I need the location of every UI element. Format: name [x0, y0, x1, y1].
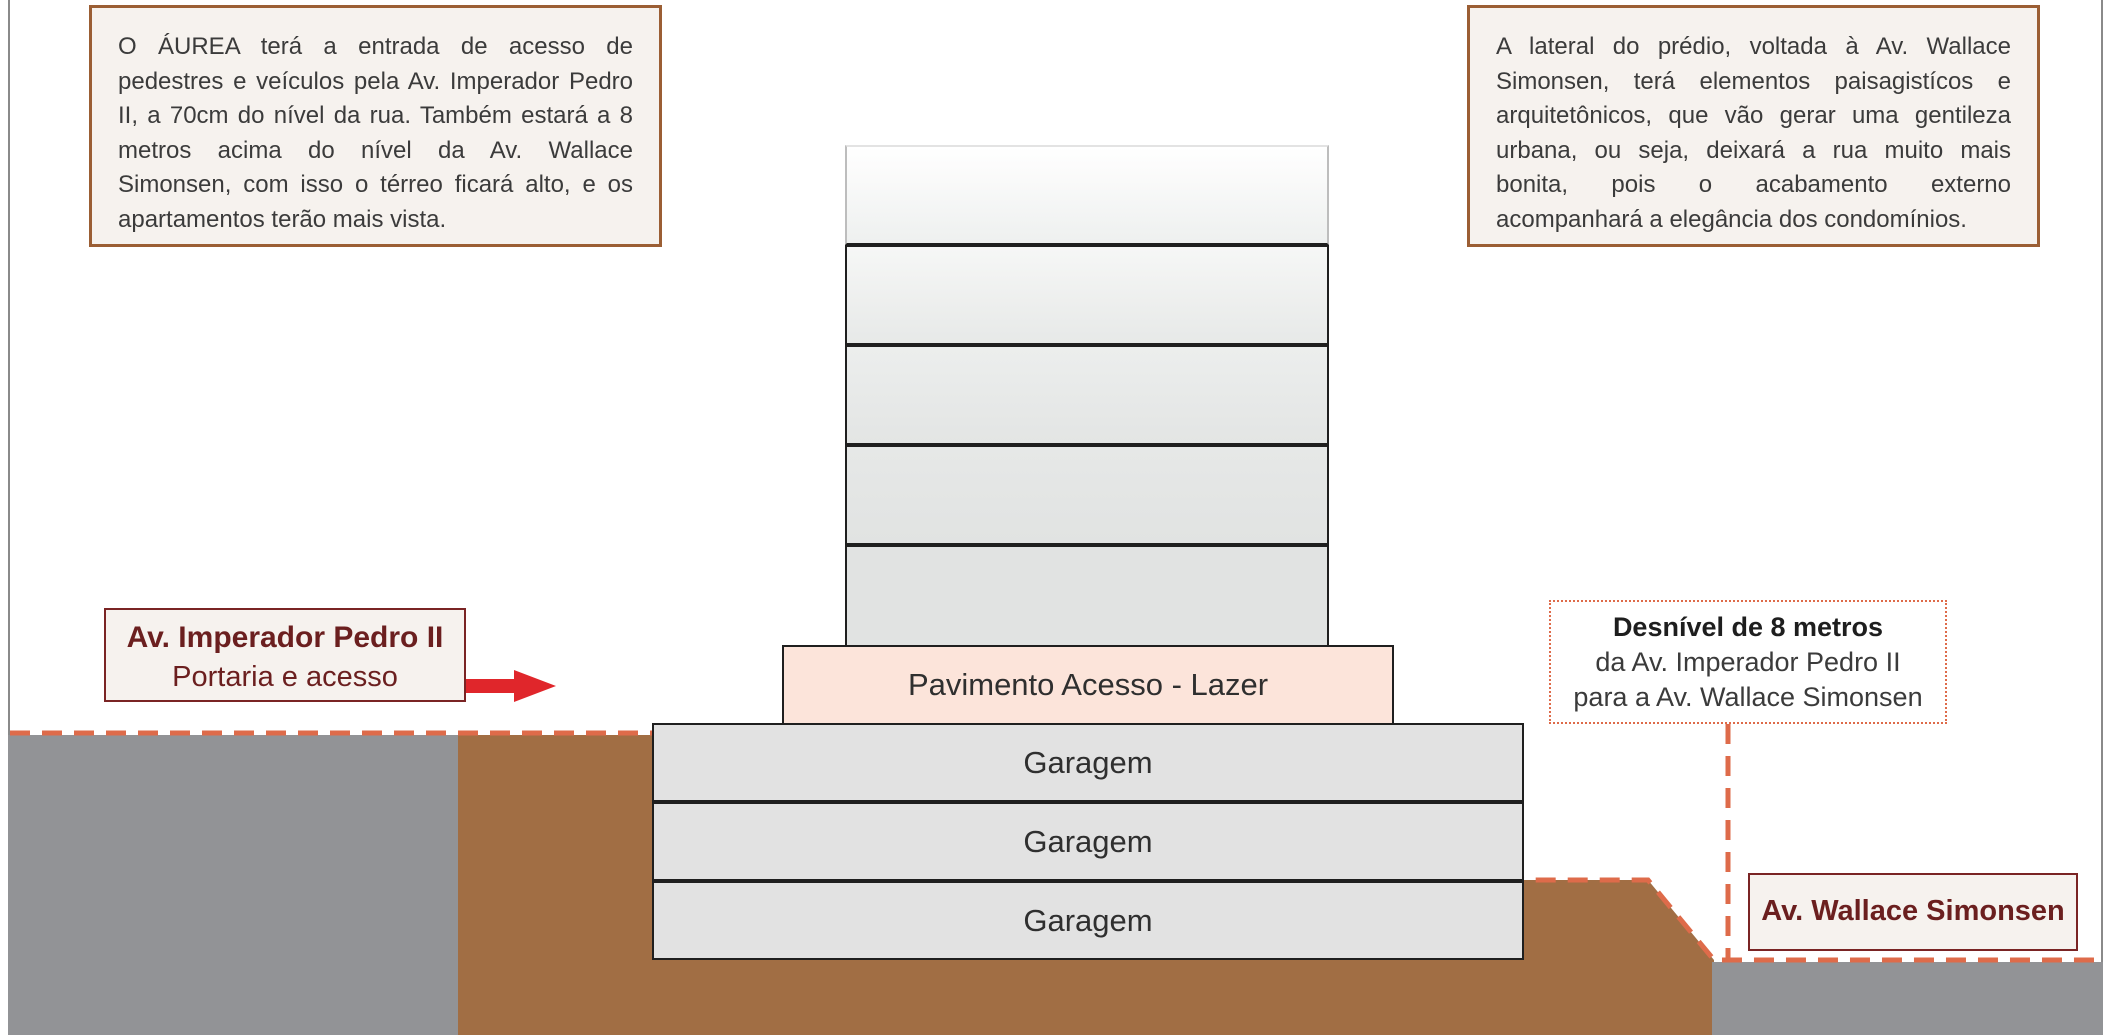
ground-imperador: [8, 735, 460, 1035]
building-floor-2: [845, 445, 1329, 545]
garage-level-1: Garagem: [652, 723, 1524, 802]
ground-wallace: [1712, 962, 2103, 1035]
building-floor-4: [845, 245, 1329, 345]
building-floor-1: [845, 545, 1329, 647]
access-arrow-icon: [466, 670, 556, 702]
building-floor-3: [845, 345, 1329, 445]
info-box-lateral: A lateral do prédio, voltada à Av. Walla…: [1467, 5, 2040, 247]
soil-terrain: [458, 735, 1714, 1035]
label-av-imperador: Av. Imperador Pedro II Portaria e acesso: [104, 608, 466, 702]
building-floor-5: [845, 145, 1329, 245]
floor-lazer: Pavimento Acesso - Lazer: [782, 645, 1394, 725]
label-av-wallace: Av. Wallace Simonsen: [1748, 873, 2078, 951]
desnivel-title: Desnível de 8 metros: [1612, 612, 1884, 642]
desnivel-line2: para a Av. Wallace Simonsen: [1573, 682, 1923, 712]
desnivel-line1: da Av. Imperador Pedro II: [1595, 647, 1901, 677]
frame-border: [8, 0, 2103, 1035]
desnivel-callout: Desnível de 8 metros da Av. Imperador Pe…: [1549, 600, 1947, 724]
label-av-imperador-subtitle: Portaria e acesso: [172, 661, 398, 693]
info-box-access: O ÁUREA terá a entrada de acesso de pede…: [89, 5, 662, 247]
label-av-imperador-title: Av. Imperador Pedro II: [126, 621, 444, 654]
garage-level-3: Garagem: [652, 881, 1524, 960]
garage-level-2: Garagem: [652, 802, 1524, 881]
